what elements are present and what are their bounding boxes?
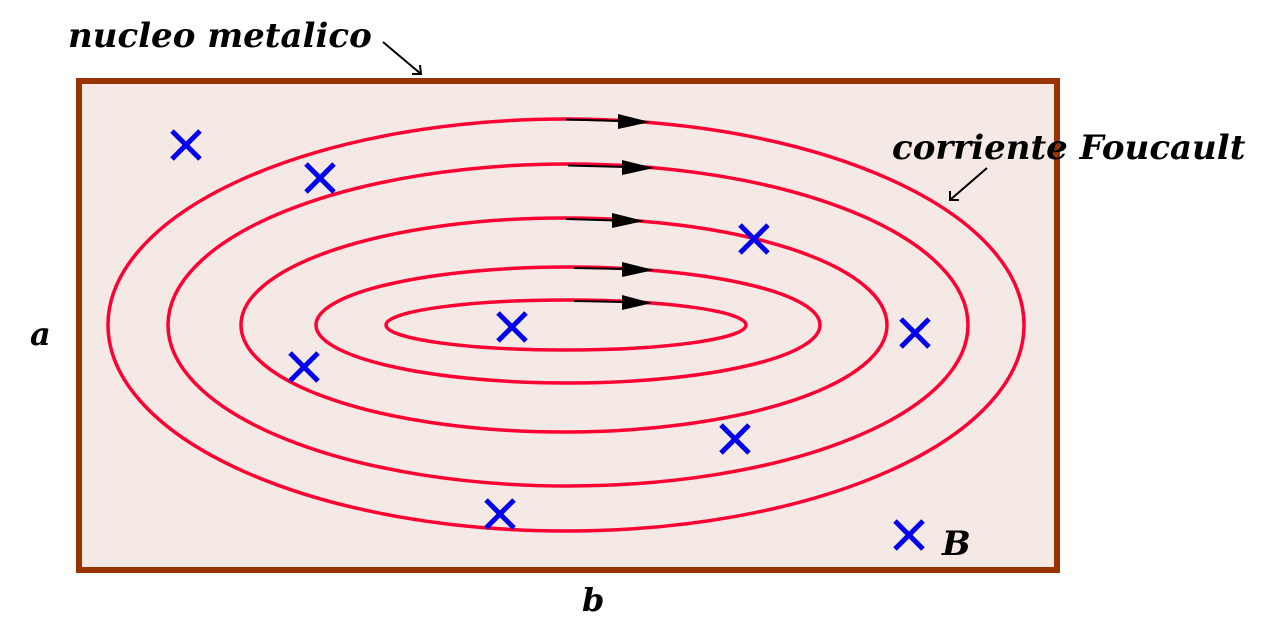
arrow-icon xyxy=(565,213,644,228)
side-b-label: b xyxy=(582,581,604,619)
magnetic-field-marks xyxy=(170,129,931,551)
current-loop xyxy=(239,216,889,434)
current-direction-arrows xyxy=(565,114,654,310)
field-cross-icon xyxy=(170,129,202,161)
eddy-current-loops xyxy=(106,117,1026,533)
field-cross-icon xyxy=(738,223,770,255)
core-pointer-arrow-icon xyxy=(382,41,423,75)
field-label: B xyxy=(941,524,971,564)
field-cross-icon xyxy=(893,519,925,551)
label-pointers xyxy=(382,41,988,201)
current-loop xyxy=(314,265,822,385)
arrow-icon xyxy=(567,160,654,175)
field-cross-icon xyxy=(719,423,751,455)
arrow-icon xyxy=(573,262,654,277)
current-loop xyxy=(384,298,748,352)
field-cross-icon xyxy=(484,498,516,530)
field-cross-icon xyxy=(288,351,320,383)
field-cross-icon xyxy=(899,317,931,349)
arrow-icon xyxy=(565,114,650,129)
current-label: corriente Foucault xyxy=(892,128,1246,168)
current-loop xyxy=(166,162,970,488)
side-a-label: a xyxy=(30,315,51,353)
field-cross-icon xyxy=(304,162,336,194)
core-label: nucleo metalico xyxy=(68,16,372,56)
field-cross-icon xyxy=(496,311,528,343)
arrow-icon xyxy=(573,295,652,310)
current-pointer-arrow-icon xyxy=(949,167,988,201)
current-loop xyxy=(106,117,1026,533)
